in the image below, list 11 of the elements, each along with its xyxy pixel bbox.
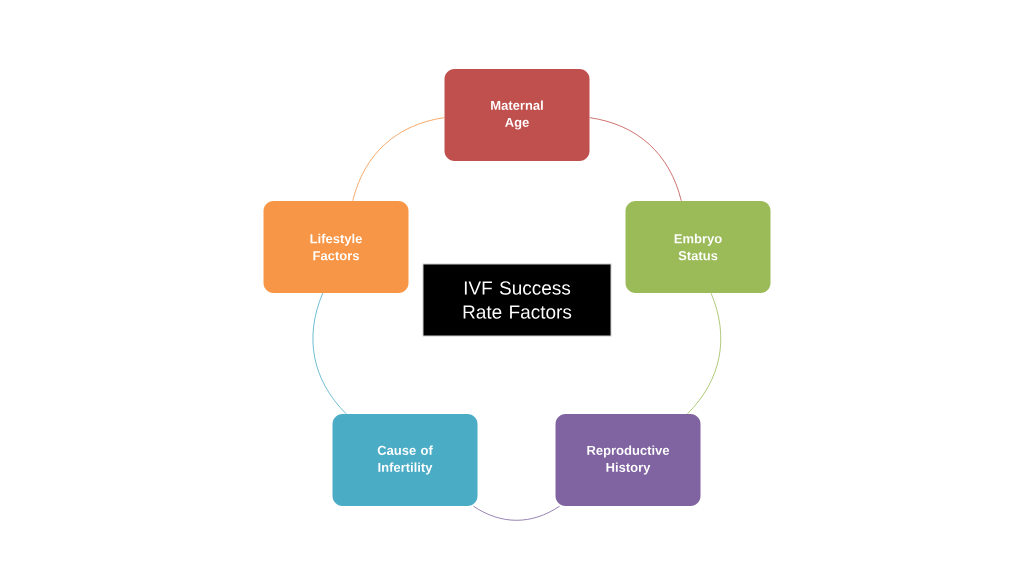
factor-box: Cause of Infertility	[332, 414, 478, 506]
factor-box: Maternal Age	[444, 69, 590, 161]
connector-arc	[687, 292, 722, 415]
factor-box: Lifestyle Factors	[263, 201, 409, 293]
title-box: IVF Success Rate Factors	[422, 263, 612, 337]
factor-box: Reproductive History	[555, 414, 701, 506]
connector-arc	[473, 505, 560, 521]
connector-arc	[589, 117, 682, 202]
connector-arc	[312, 292, 347, 415]
connector-arc	[352, 117, 445, 202]
factor-box: Embryo Status	[625, 201, 771, 293]
